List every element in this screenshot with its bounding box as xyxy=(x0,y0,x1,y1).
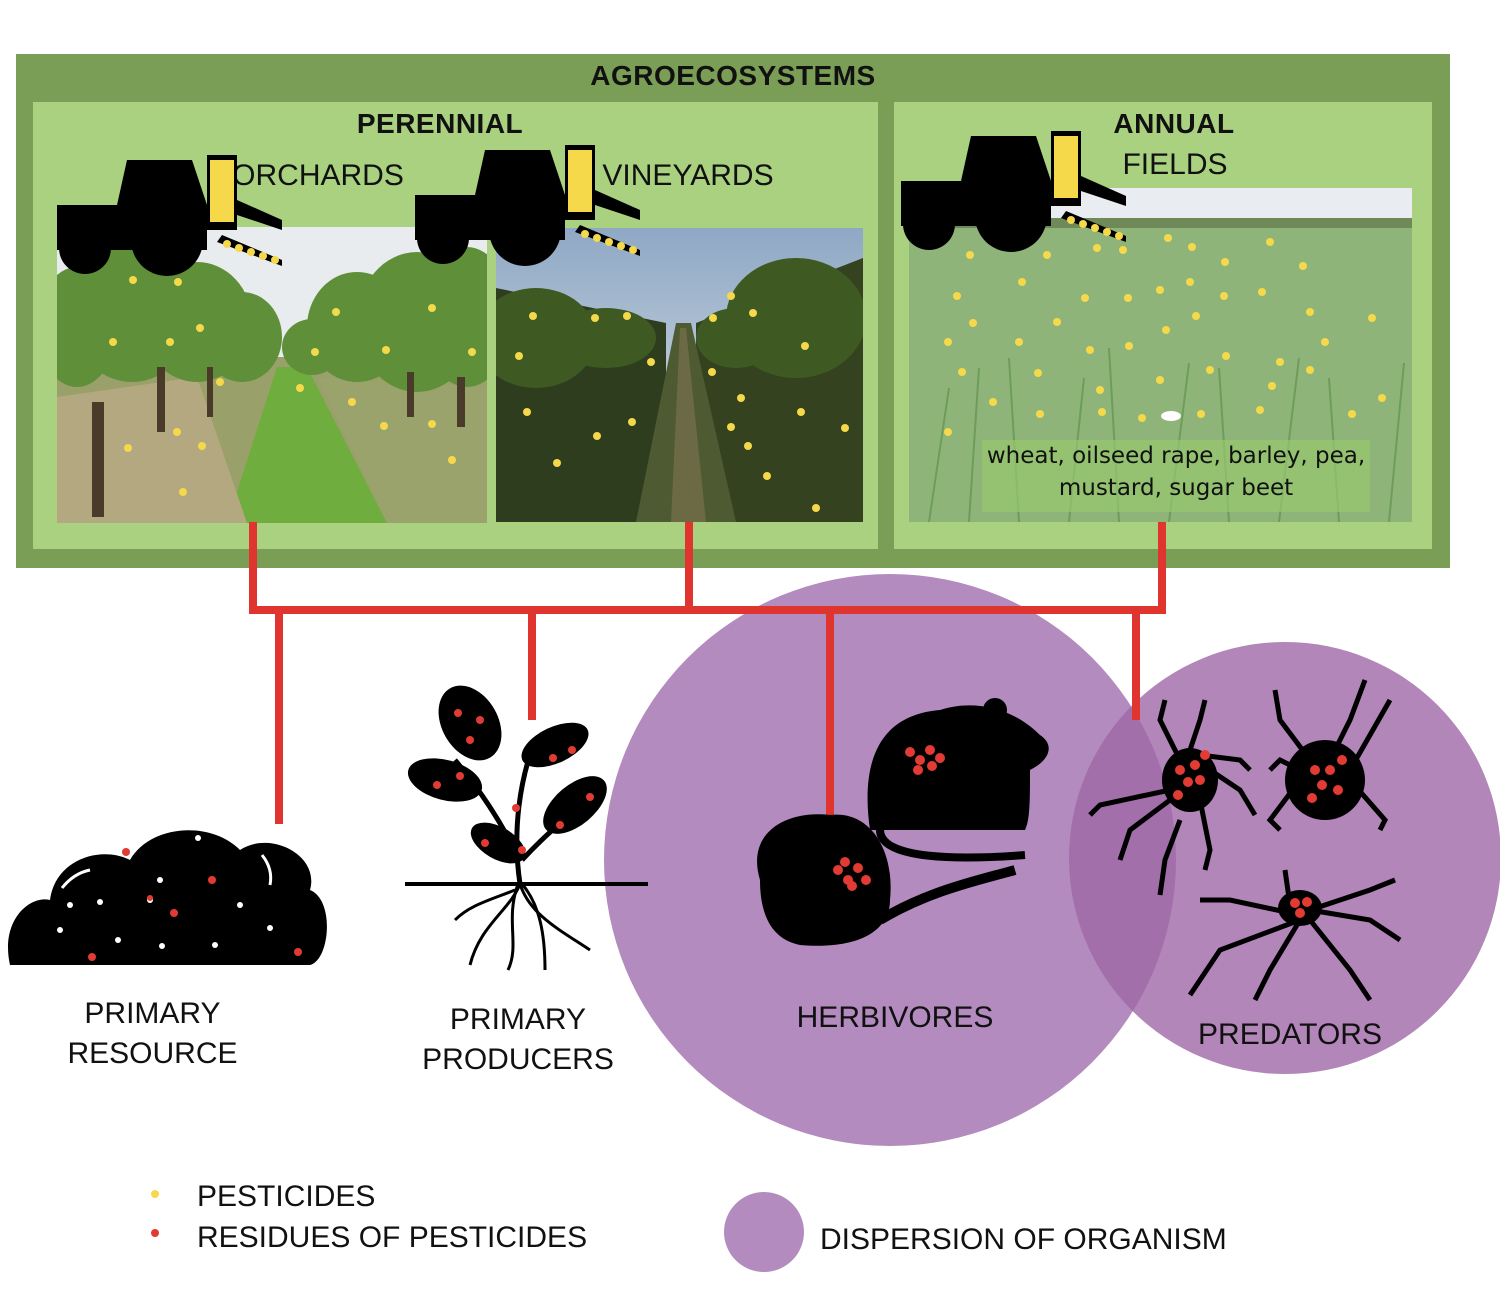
herbivores-dispersion-circle xyxy=(604,574,1176,1146)
crops-caption-line2: mustard, sugar beet xyxy=(1058,475,1294,501)
predators-label: PREDATORS xyxy=(1198,1018,1382,1051)
vineyards-label: VINEYARDS xyxy=(602,159,774,192)
crops-caption-line1: wheat, oilseed rape, barley, pea, xyxy=(986,443,1366,469)
plant-icon xyxy=(405,685,648,971)
vineyard-scene xyxy=(496,228,863,522)
orchard-scene xyxy=(57,227,487,523)
pesticide-dots xyxy=(109,234,1386,512)
orchards-label: ORCHARDS xyxy=(232,159,404,192)
residue-flow-connectors xyxy=(249,522,1166,824)
agroecosystems-title: AGROECOSYSTEMS xyxy=(590,60,876,91)
primary-producers-label-line1: PRIMARY xyxy=(449,1003,587,1036)
perennial-heading: PERENNIAL xyxy=(356,108,524,139)
herbivore-rodent-icons xyxy=(757,698,1049,946)
annual-heading: ANNUAL xyxy=(1113,108,1235,139)
herbivores-label: HERBIVORES xyxy=(796,1001,994,1034)
soil-icon xyxy=(8,830,327,965)
primary-producers-label-line2: PRODUCERS xyxy=(422,1043,614,1076)
crops-caption: wheat, oilseed rape, barley, pea, mustar… xyxy=(982,440,1370,512)
primary-resource-label-line2: RESOURCE xyxy=(67,1037,238,1070)
pesticide-legend-dot xyxy=(151,1190,159,1198)
dispersion-legend-circle xyxy=(724,1192,804,1272)
residues-legend-label: RESIDUES OF PESTICIDES xyxy=(197,1221,588,1254)
residue-legend-dot xyxy=(151,1229,159,1237)
pesticides-legend-label: PESTICIDES xyxy=(197,1180,376,1213)
fields-label: FIELDS xyxy=(1122,148,1228,181)
vineyard-photo xyxy=(496,228,863,522)
primary-producers-label: PRIMARY PRODUCERS xyxy=(408,1000,628,1080)
primary-resource-label-line1: PRIMARY xyxy=(84,997,221,1030)
spider-residues xyxy=(1173,750,1347,918)
primary-resource-label: PRIMARY RESOURCE xyxy=(60,994,245,1074)
orchard-photo xyxy=(57,227,487,523)
dispersion-legend-label: DISPERSION OF ORGANISM xyxy=(820,1223,1227,1256)
